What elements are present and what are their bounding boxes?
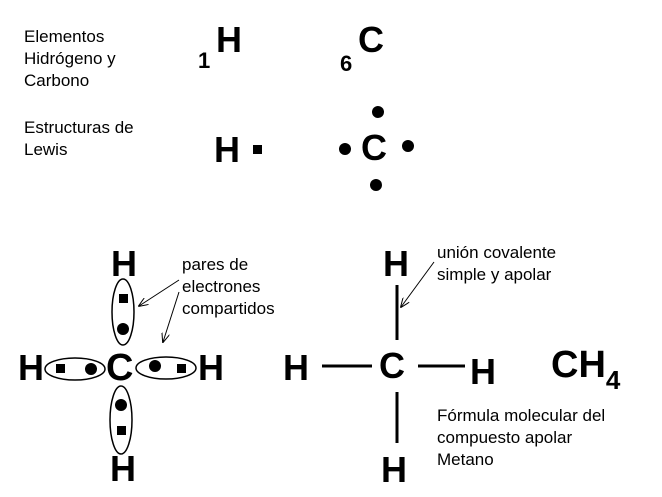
lewis-c-electron-left — [339, 143, 351, 155]
carbon-symbol: C — [358, 19, 384, 60]
formula-description-line3: Metano — [437, 450, 494, 469]
elements-label-line3: Carbono — [24, 71, 90, 90]
molecular-formula: CH4 — [551, 344, 620, 393]
formula-description: Fórmula molecular del compuesto apolar M… — [437, 405, 605, 471]
structural-h-right: H — [470, 351, 496, 392]
shared-pair-top-c-electron — [117, 323, 129, 335]
methane-lewis-c-center: C — [106, 347, 134, 389]
lewis-hydrogen-symbol: H — [214, 129, 240, 170]
elements-label-line1: Elementos — [24, 27, 105, 46]
lewis-c-electron-top — [372, 106, 384, 118]
lewis-label-line1: Estructuras de — [24, 118, 134, 137]
shared-pair-right-c-electron — [149, 360, 161, 372]
covalent-bond-line2: simple y apolar — [437, 265, 552, 284]
shared-pairs-line3: compartidos — [182, 299, 275, 318]
shared-pair-bottom-c-electron — [115, 399, 127, 411]
structural-h-top: H — [383, 243, 409, 284]
shared-pairs-arrow-1 — [139, 279, 180, 306]
lewis-label-line2: Lewis — [24, 140, 68, 159]
lewis-h-electron — [253, 145, 262, 154]
shared-pair-left-ellipse — [44, 357, 106, 381]
hydrogen-symbol: H — [216, 19, 242, 60]
shared-pairs-line1: pares de — [182, 255, 249, 274]
molecular-formula-symbol: CH — [551, 344, 606, 386]
structural-h-left: H — [283, 347, 309, 388]
formula-description-line2: compuesto apolar — [437, 428, 573, 447]
shared-pairs-line2: electrones — [182, 277, 261, 296]
structural-h-bottom: H — [381, 449, 407, 490]
shared-pair-bottom-h-electron — [117, 426, 126, 435]
elements-label-line2: Hidrógeno y — [24, 49, 116, 68]
shared-pair-top-ellipse — [111, 278, 135, 346]
covalent-bond-arrow — [401, 261, 435, 307]
lewis-c-electron-bottom — [370, 179, 382, 191]
shared-pairs-label: pares de electrones compartidos — [182, 254, 275, 320]
covalent-bond-label: unión covalente simple y apolar — [437, 242, 556, 286]
carbon-atomic-number: 6 — [340, 51, 353, 76]
shared-pair-right-h-electron — [177, 364, 186, 373]
methane-lewis-h-top: H — [111, 243, 137, 284]
molecular-formula-subscript: 4 — [605, 365, 621, 395]
shared-pair-left-h-electron — [56, 364, 65, 373]
lewis-structures-label: Estructuras de Lewis — [24, 117, 134, 161]
hydrogen-atomic-number: 1 — [198, 48, 211, 73]
lewis-carbon-symbol: C — [361, 127, 387, 168]
methane-lewis-h-left: H — [18, 347, 44, 388]
shared-pair-top-h-electron — [119, 294, 128, 303]
shared-pair-right-ellipse — [135, 356, 197, 380]
methane-lewis-h-right: H — [198, 347, 224, 388]
structural-c-center: C — [379, 345, 405, 386]
shared-pairs-arrow-2 — [163, 291, 180, 342]
shared-pair-bottom-ellipse — [109, 385, 133, 455]
shared-pair-left-c-electron — [85, 363, 97, 375]
elements-label: Elementos Hidrógeno y Carbono — [24, 26, 116, 92]
covalent-bond-line1: unión covalente — [437, 243, 557, 262]
lewis-c-electron-right — [402, 140, 414, 152]
formula-description-line1: Fórmula molecular del — [437, 406, 606, 425]
methane-lewis-h-bottom: H — [110, 448, 136, 489]
